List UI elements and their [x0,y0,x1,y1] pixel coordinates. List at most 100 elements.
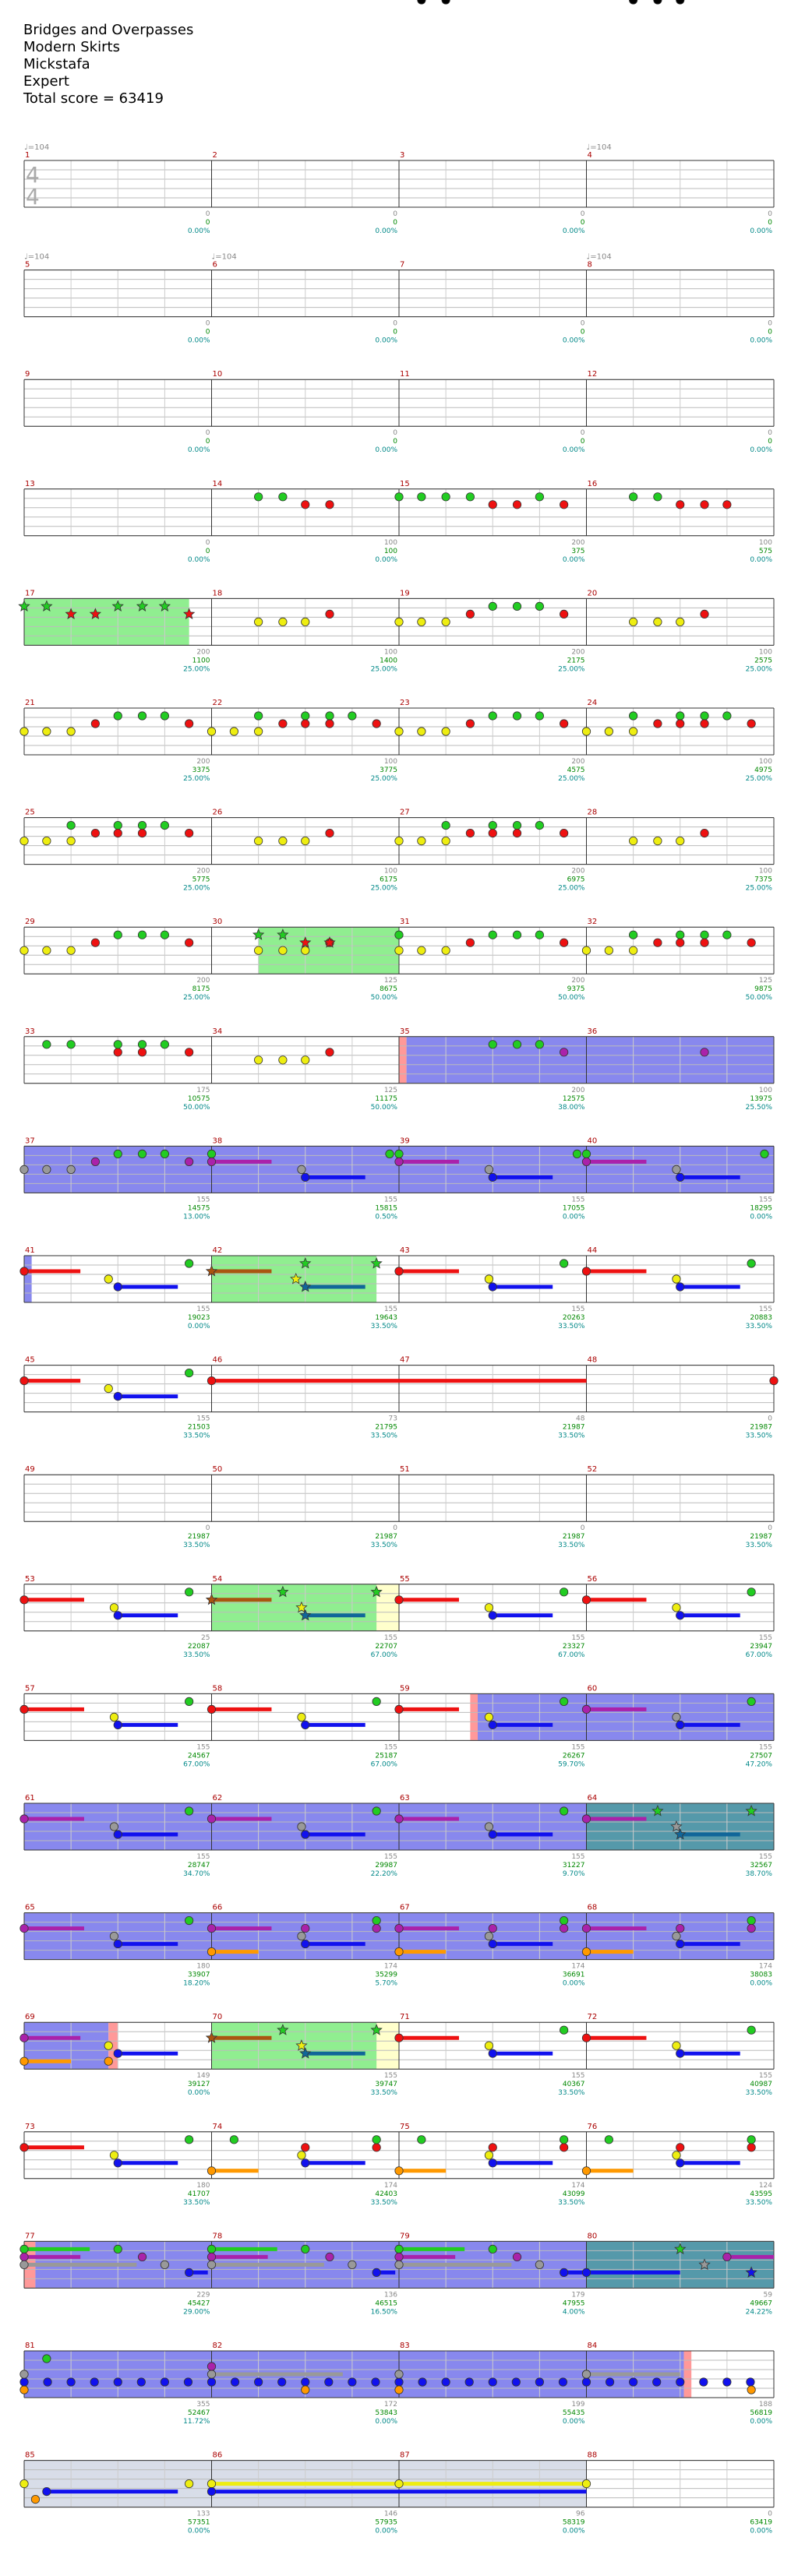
measure-base-score: 174 [571,1963,584,1971]
measure-number: 72 [588,2013,598,2021]
measure-base-score: 100 [759,539,772,547]
note [394,946,404,955]
measure-sp-percent: 25.00% [183,885,210,893]
measure-running-score: 100 [384,548,397,555]
measure-base-score: 174 [759,1963,772,1971]
measure-running-score: 1400 [380,657,397,664]
note [676,2143,685,2152]
measure-number: 6 [213,261,217,270]
note [676,2049,685,2058]
note [113,1611,122,1620]
measure-number: 10 [213,370,223,379]
note [254,837,263,846]
measure-number: 70 [213,2013,223,2021]
note [207,2370,217,2379]
note [747,1588,756,1597]
measure-number: 52 [588,1465,598,1474]
note [90,1157,100,1167]
measure-number: 83 [400,2342,410,2350]
note [301,2377,310,2387]
sp-overlay [211,2022,377,2070]
note [488,711,497,721]
note [535,711,544,721]
note [653,837,662,846]
note [325,2252,334,2261]
measure-number: 86 [213,2451,223,2460]
song-title: Bridges and Overpasses [23,22,194,38]
note [676,1172,685,1182]
measure-sp-percent: 50.00% [371,994,398,1002]
note [301,719,310,728]
note [465,492,475,502]
measure-sp-percent: 0.00% [188,2089,210,2097]
measure-base-score: 180 [196,2182,210,2190]
note [297,1165,306,1175]
note [747,2135,756,2144]
note [348,2377,357,2387]
note [185,938,194,947]
song-header: Bridges and Overpasses Modern Skirts Mic… [23,22,193,107]
measure-base-score: 125 [759,977,772,985]
measure-sp-percent: 33.50% [183,2199,210,2207]
measure-number: 85 [25,2451,35,2460]
measure-sp-percent: 5.70% [375,1980,397,1988]
note [301,500,310,509]
measure-base-score: 155 [571,1196,584,1203]
measure-base-score: 155 [384,2072,397,2080]
measure-sp-percent: 13.00% [183,1213,210,1221]
measure-number: 44 [588,1246,598,1255]
measure-running-score: 23327 [563,1643,585,1651]
measure-base-score: 355 [196,2401,210,2409]
measure-number: 33 [25,1027,35,1036]
measure-base-score: 100 [384,539,397,547]
note [672,1274,681,1284]
note [722,2377,732,2387]
note [301,1924,310,1933]
note [66,821,76,830]
note [278,617,288,627]
star-note [299,1280,312,1292]
note [109,1822,119,1831]
measure-base-score: 200 [571,539,584,547]
note [484,1712,494,1721]
measure-number: 51 [400,1465,410,1474]
note [301,946,310,955]
note [488,2143,497,2152]
measure-base-score: 125 [384,1087,397,1094]
measure-number: 23 [400,699,410,707]
measure-base-score: 0 [393,320,397,328]
note [465,938,475,947]
note [417,0,426,5]
measure-running-score: 36691 [563,1972,585,1979]
measure-base-score: 155 [571,1743,584,1751]
note [207,2487,217,2497]
note [700,1048,709,1057]
measure-number: 84 [588,2342,598,2350]
note [441,837,450,846]
note [722,930,732,939]
note [137,821,147,830]
measure-sp-percent: 0.00% [188,337,210,345]
note [441,617,450,627]
note [747,2385,756,2395]
measure-running-score: 18295 [750,1204,772,1212]
measure-base-score: 0 [206,210,210,218]
measure-sp-percent: 33.50% [746,1323,773,1330]
sp-overlay [683,2351,692,2398]
note [581,2033,591,2042]
note [19,1924,29,1933]
measure-sp-percent: 33.50% [558,1542,585,1549]
note [301,2158,310,2168]
note [371,2377,380,2387]
note [512,1040,522,1049]
measure-base-score: 200 [571,758,584,766]
note [372,719,381,728]
measure-base-score: 0 [393,1524,397,1532]
measure-running-score: 17055 [563,1204,585,1212]
measure-base-score: 0 [768,2511,772,2518]
measure-base-score: 48 [576,1415,585,1423]
measure-running-score: 575 [759,548,772,555]
note [747,719,756,728]
note [185,1806,194,1816]
note [441,0,450,5]
